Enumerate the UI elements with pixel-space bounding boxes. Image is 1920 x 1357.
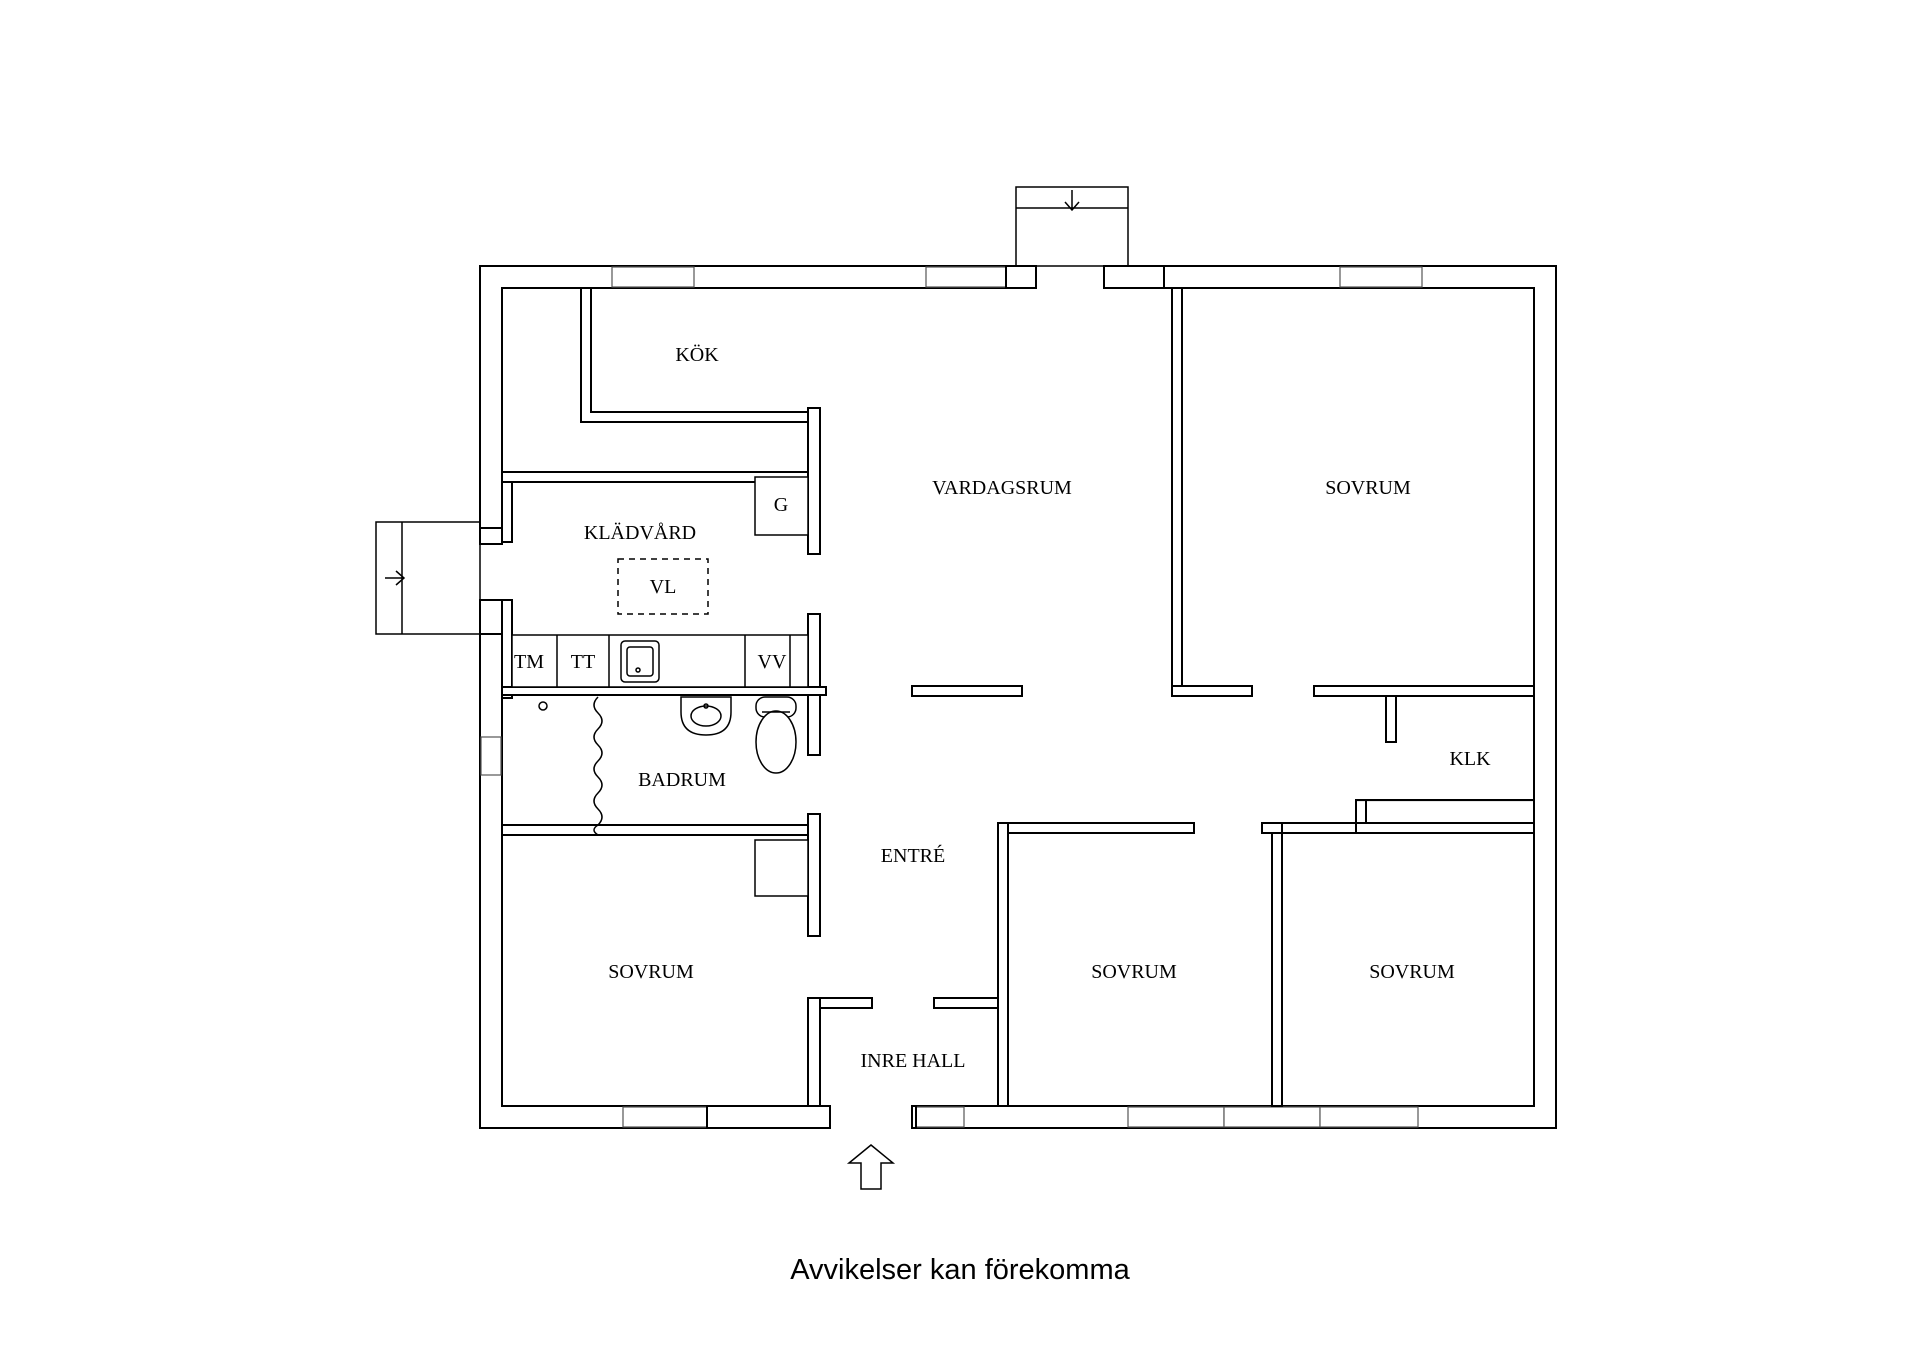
interior-walls bbox=[501, 287, 1535, 1107]
room-label-sovrum-master: SOVRUM bbox=[1325, 477, 1411, 499]
toilet-bowl-icon bbox=[755, 710, 797, 774]
room-label-sovrum-middle: SOVRUM bbox=[1091, 961, 1177, 983]
washbasin-icon bbox=[680, 696, 732, 736]
room-label-kladvard: KLÄDVÅRD bbox=[584, 521, 696, 544]
bathroom-fixtures bbox=[538, 696, 797, 836]
fixture-label-vl: VL bbox=[650, 576, 677, 598]
fixture-label-tm: TM bbox=[514, 651, 544, 673]
shower-head-icon bbox=[538, 701, 548, 711]
fixture-label-g: G bbox=[774, 494, 788, 516]
north-door-opening bbox=[1036, 264, 1104, 290]
door-jambs bbox=[479, 265, 1165, 1129]
entry-arrow-icon bbox=[846, 1144, 896, 1190]
west-door-opening bbox=[478, 544, 504, 600]
fixture-label-vv: VV bbox=[758, 651, 787, 673]
room-label-kok: KÖK bbox=[675, 343, 719, 366]
windows bbox=[480, 266, 1423, 1128]
room-label-entre: ENTRÉ bbox=[881, 844, 945, 867]
front-door-opening bbox=[830, 1104, 912, 1130]
fixture-label-tt: TT bbox=[571, 651, 595, 673]
wardrobes bbox=[754, 476, 809, 897]
washing-machine-outline bbox=[617, 558, 709, 615]
shower-curtain bbox=[593, 696, 603, 836]
room-label-badrum: BADRUM bbox=[638, 769, 726, 791]
room-label-sovrum-east: SOVRUM bbox=[1369, 961, 1455, 983]
room-label-klk: KLK bbox=[1449, 748, 1491, 770]
disclaimer-text: Avvikelser kan förekomma bbox=[790, 1254, 1130, 1286]
laundry-counter bbox=[511, 634, 809, 688]
room-label-sovrum-west: SOVRUM bbox=[608, 961, 694, 983]
entrance-steps bbox=[375, 186, 1129, 635]
room-label-vardagsrum: VARDAGSRUM bbox=[932, 477, 1072, 499]
room-label-inre-hall: INRE HALL bbox=[861, 1050, 966, 1072]
